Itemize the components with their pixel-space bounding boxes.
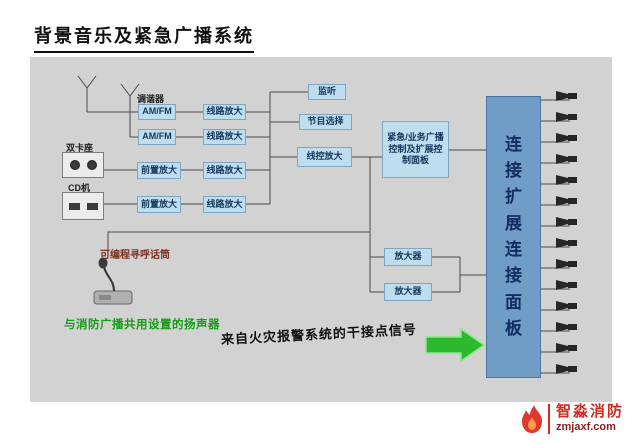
speaker-icon [556, 299, 580, 311]
node-amfm-2: AM/FM [138, 129, 176, 145]
shared-speakers-note: 与消防广播共用设置的扬声器 [64, 319, 220, 331]
tuner-label: 调谐器 [137, 94, 165, 104]
speaker-icon [556, 194, 580, 206]
node-wired-amp: 线控放大 [297, 147, 352, 167]
node-preamp-2: 前置放大 [137, 196, 181, 213]
node-lineamp-2: 线路放大 [203, 129, 246, 145]
watermark: 智淼消防 zmjaxf.com [522, 403, 624, 434]
page-title: 背景音乐及紧急广播系统 [34, 22, 254, 53]
dual-deck-label: 双卡座 [66, 143, 94, 153]
speaker-icon [556, 110, 580, 122]
speaker-icon [556, 236, 580, 248]
cd-tray-icon [68, 202, 80, 210]
speaker-icon [556, 152, 580, 164]
node-lineamp-4: 线路放大 [203, 196, 246, 213]
cd-player-icon [62, 192, 104, 220]
node-program-select: 节目选择 [299, 114, 352, 130]
cd-player-label: CD机 [68, 183, 90, 193]
paging-microphone-icon [93, 257, 133, 305]
brand-site: zmjaxf.com [556, 421, 616, 433]
cassette-reel-icon [69, 160, 80, 170]
expansion-panel-label: 连接扩展连接面板 [505, 134, 522, 339]
speaker-icon [556, 341, 580, 353]
node-lineamp-1: 线路放大 [203, 104, 246, 120]
cd-tray-icon [86, 202, 98, 210]
node-amfm-1: AM/FM [138, 104, 176, 120]
logo-divider [548, 403, 550, 434]
antenna-icon [120, 83, 140, 137]
speaker-icon [556, 89, 580, 101]
speaker-icon [556, 320, 580, 332]
node-lineamp-3: 线路放大 [203, 162, 246, 179]
dual-cassette-deck-icon [62, 152, 104, 178]
speaker-icon [556, 278, 580, 290]
logo-texts: 智淼消防 zmjaxf.com [556, 403, 624, 434]
node-preamp-1: 前置放大 [137, 162, 181, 179]
brand-name: 智淼消防 [556, 403, 625, 420]
speaker-icon [556, 131, 580, 143]
speaker-icon [556, 362, 580, 374]
connection-wires [77, 75, 486, 293]
cassette-reel-icon [86, 160, 97, 170]
speaker-icon [556, 215, 580, 227]
mic-label: 可编程寻呼话筒 [100, 250, 170, 261]
node-amplifier-2: 放大器 [384, 283, 432, 301]
speaker-column [556, 0, 586, 444]
speaker-wires [541, 99, 570, 374]
speaker-icon [556, 173, 580, 185]
node-monitor: 监听 [308, 84, 346, 100]
node-expansion-connection-panel: 连接扩展连接面板 [486, 96, 541, 378]
speaker-icon [556, 257, 580, 269]
node-emergency-control-panel: 紧急/业务广播控制及扩展控制面板 [382, 121, 449, 178]
node-amplifier-1: 放大器 [384, 248, 432, 266]
antenna-icon [77, 75, 97, 112]
flame-icon [522, 404, 542, 433]
fire-signal-arrow [425, 327, 486, 363]
